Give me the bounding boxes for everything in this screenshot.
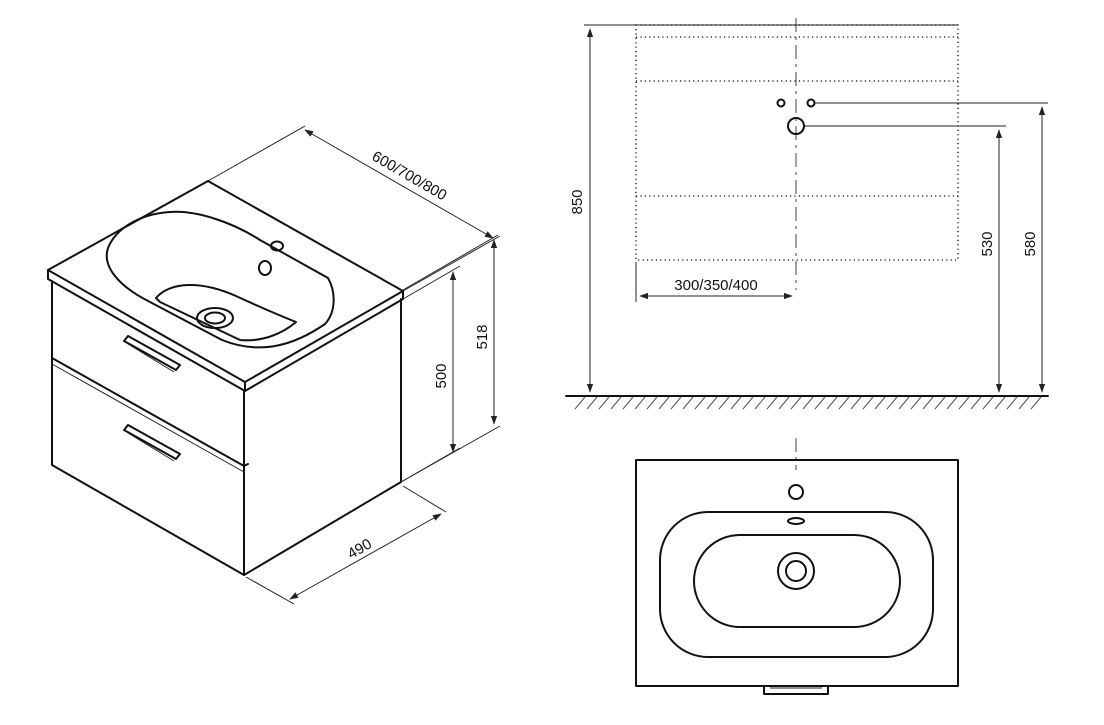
plan-drain-inner: [785, 560, 807, 582]
plan-tap-hole: [788, 484, 804, 500]
tap-hole: [270, 240, 284, 252]
drawer-handle-top: [123, 335, 181, 373]
dimension-580: 580: [1022, 106, 1046, 393]
label-850: 850: [569, 189, 586, 214]
label-490: 490: [345, 535, 375, 562]
cabinet-outline-dotted: [635, 24, 959, 261]
basin-outer-rim: [659, 511, 934, 658]
plan-overflow: [787, 517, 805, 525]
countertop-edge: [47, 269, 404, 392]
tap-hole-right: [806, 98, 816, 108]
label-518: 518: [474, 324, 491, 349]
countertop-top: [47, 180, 404, 383]
plan-drain-outer: [777, 552, 815, 590]
dimension-center-offset: 300/350/400: [635, 262, 793, 302]
dimension-width: 600/700/800: [207, 125, 499, 291]
basin-bowl: [693, 534, 901, 628]
drawer-divider: [51, 357, 245, 467]
label-center-offset: 300/350/400: [674, 277, 757, 294]
drain-outer: [196, 307, 234, 329]
label-580: 580: [1022, 231, 1039, 256]
plan-view: [635, 438, 959, 695]
countertop-outline: [635, 459, 959, 687]
front-elevation: 850 530 580 300/350/400: [565, 18, 1049, 410]
dimension-overall-height: 518: [400, 235, 501, 483]
tap-hole-left: [776, 98, 786, 108]
dimension-530: 530: [979, 129, 1003, 393]
wall-bracket: [763, 685, 829, 695]
cabinet-front-face: [51, 280, 245, 576]
basin-rim: [105, 210, 335, 349]
label-500: 500: [433, 363, 450, 388]
isometric-view: 600/700/800 518 500 490: [47, 125, 501, 605]
dimension-depth: 490: [245, 485, 447, 605]
dimension-cabinet-height: 500: [400, 265, 461, 483]
cabinet-side-face: [243, 298, 402, 576]
drawer-handle-bottom: [123, 424, 181, 462]
floor: [565, 395, 1049, 410]
label-530: 530: [979, 231, 996, 256]
overflow-hole: [258, 260, 272, 276]
label-width: 600/700/800: [369, 148, 450, 204]
basin-inner: [155, 284, 297, 342]
dimension-850: 850: [569, 24, 958, 393]
drain-inner: [204, 311, 226, 325]
